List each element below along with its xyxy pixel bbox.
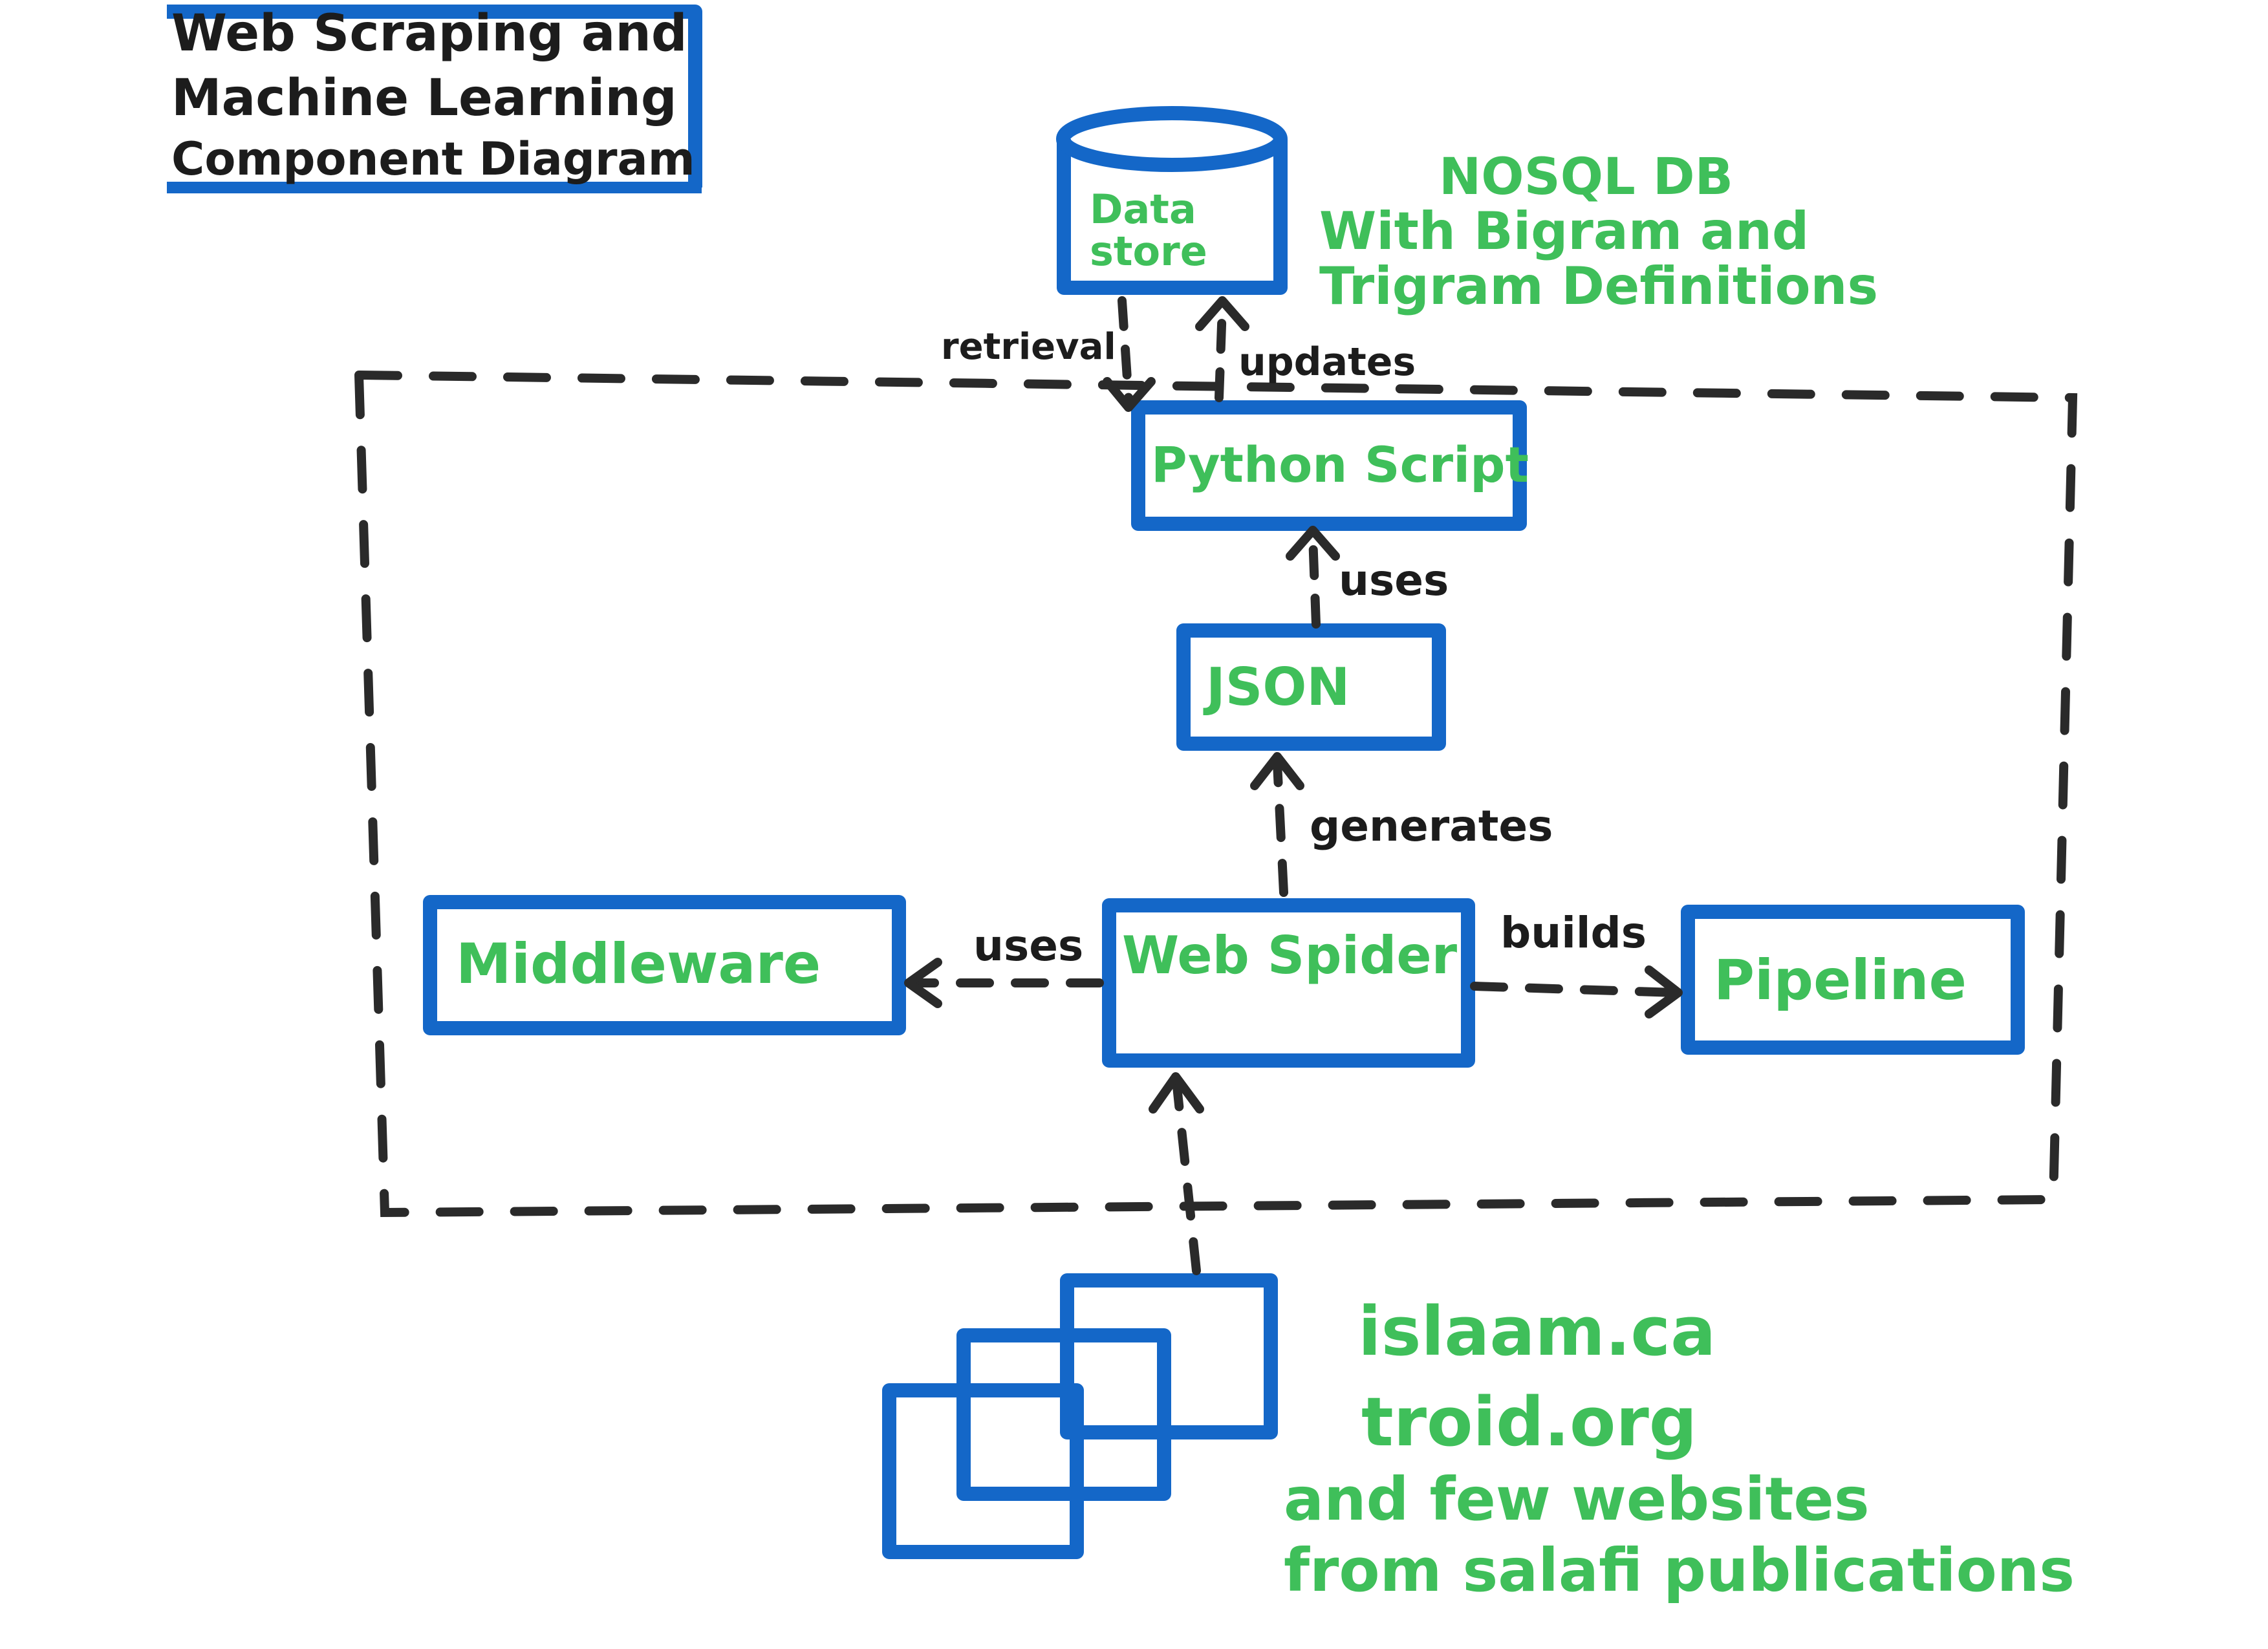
data-store-top [1056,106,1288,172]
pipeline-label: Pipeline [1714,948,1967,1013]
edge-updates-line [1215,303,1227,402]
middleware-label: Middleware [456,932,821,997]
nosql-note-line-2: With Bigram and [1319,201,1809,261]
edge-json-uses-label: uses [1339,555,1449,605]
data-store-node: Data store [1056,106,1288,295]
edge-retrieval: retrieval [941,296,1156,412]
edge-websites-to-spider-arrowhead [1149,1072,1204,1114]
pipeline-box [1681,905,2025,1055]
title-line-3: Component Diagram [171,133,695,186]
sources-note-line-3: and few websites [1284,1465,1870,1534]
edge-retrieval-label: retrieval [941,326,1116,368]
edge-websites-to-spider-line [1172,1082,1201,1275]
middleware-node: Middleware [423,895,906,1035]
edge-websites-to-spider [1149,1072,1204,1275]
data-store-label-2: store [1090,228,1207,275]
edge-builds-line [1470,982,1679,997]
edge-builds-label: builds [1500,908,1647,958]
edge-builds: builds [1470,908,1683,1018]
edge-json-uses-line [1308,532,1321,629]
edge-json-uses-arrowhead [1286,526,1340,561]
python-script-label: Python Script [1151,436,1529,493]
python-script-node: Python Script [1131,400,1529,531]
title-frame [167,5,702,188]
edge-generates-label: generates [1310,801,1553,851]
edge-builds-arrowhead [1645,965,1683,1018]
pipeline-node: Pipeline [1681,905,2025,1055]
python-script-box [1131,400,1527,531]
diagram-title: Web Scraping and Machine Learning Compon… [167,5,702,193]
title-line-1: Web Scraping and [171,5,687,63]
edge-updates-arrowhead [1195,296,1249,331]
edge-updates-label: updates [1238,339,1416,385]
sources-note-line-1: islaam.ca [1358,1292,1716,1371]
middleware-box [423,895,906,1035]
website-page-middle [956,1328,1171,1501]
sources-note-line-2: troid.org [1361,1383,1697,1461]
edge-middleware-uses-label: uses [973,921,1083,971]
edge-updates: updates [1195,296,1416,402]
web-spider-label: Web Spider [1122,925,1458,986]
edge-middleware-uses: uses [904,921,1104,1008]
json-label: JSON [1203,657,1350,717]
data-store-label-1: Data [1090,186,1196,233]
title-line-2: Machine Learning [171,69,677,127]
nosql-note: NOSQL DB With Bigram and Trigram Definit… [1319,148,1878,316]
system-boundary [354,370,2078,1218]
sources-note: islaam.ca troid.org and few websites fro… [1284,1292,2075,1605]
website-page-front [882,1383,1084,1559]
websites-icon [882,1273,1278,1559]
sources-note-line-4: from salafi publications [1284,1536,2075,1605]
edge-generates-arrowhead [1250,752,1304,790]
nosql-note-line-1: NOSQL DB [1439,148,1733,206]
edge-generates: generates [1250,752,1553,897]
edge-generates-line [1273,759,1288,897]
nosql-note-line-3: Trigram Definitions [1319,256,1878,316]
edge-middleware-uses-arrowhead [904,958,942,1008]
json-node: JSON [1176,623,1446,751]
json-box [1176,623,1446,751]
edge-retrieval-arrowhead [1103,377,1156,412]
web-spider-box [1102,898,1475,1068]
data-store-body [1057,139,1288,295]
edge-json-uses: uses [1286,526,1449,629]
web-spider-node: Web Spider [1102,898,1475,1068]
edge-retrieval-line [1118,296,1133,402]
